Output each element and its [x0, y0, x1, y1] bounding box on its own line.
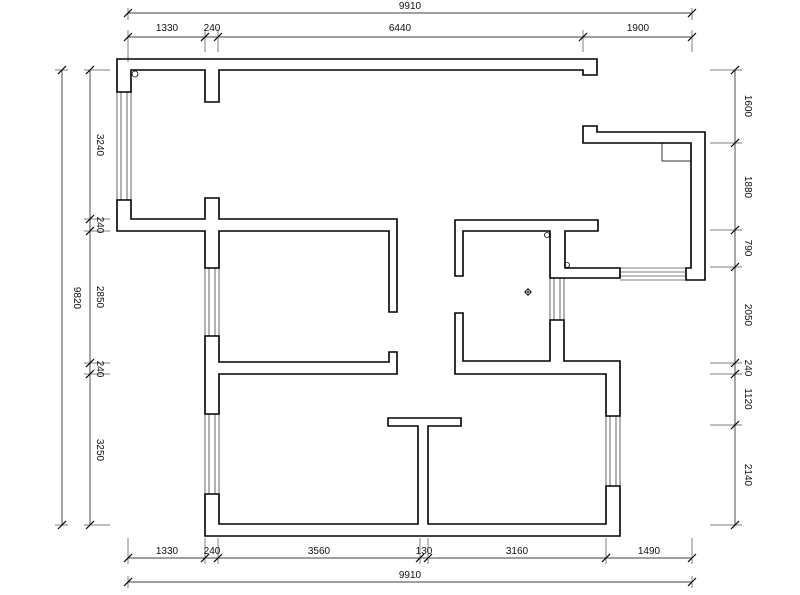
right-segment-label: 1600: [742, 95, 753, 118]
window-balcony: [620, 267, 686, 281]
top-segment-label: 1900: [627, 23, 650, 34]
right-segment-label: 2050: [742, 304, 753, 327]
wall-balcony: [582, 125, 706, 281]
wall-bottom-left: [204, 417, 621, 537]
bottom-segment-label: 240: [204, 546, 221, 557]
top-overall-dimension: 9910: [123, 1, 697, 20]
wall-top-left: [116, 58, 598, 103]
right-segment-label: 1880: [742, 176, 753, 199]
bottom-overall-dimension: 9910: [123, 570, 697, 588]
right-segment-label: 2140: [742, 464, 753, 487]
right-segment-label: 1120: [742, 388, 753, 410]
left-segment-dimension: 3240 240 2850 240 3250: [84, 65, 110, 530]
window-left-middle: [204, 268, 220, 336]
window-left-upper: [116, 92, 132, 200]
bottom-segment-label: 130: [416, 546, 433, 557]
top-segment-label: 240: [204, 23, 221, 34]
left-overall-label: 9820: [71, 287, 82, 310]
wall-right-lower: [454, 312, 621, 417]
top-segment-label: 6440: [389, 23, 412, 34]
bottom-segment-label: 1330: [156, 546, 179, 557]
fixture-circle-icon: [544, 232, 550, 238]
window-right-lower: [605, 416, 621, 486]
left-segment-label: 2850: [94, 286, 105, 309]
bottom-segment-label: 3160: [506, 546, 529, 557]
wall-middle-left: [116, 197, 398, 313]
left-segment-label: 3250: [94, 439, 105, 462]
right-segment-label: 790: [742, 240, 753, 257]
wall-right-middle: [454, 219, 621, 279]
left-segment-label: 240: [94, 217, 105, 234]
bottom-overall-label: 9910: [399, 570, 422, 581]
window-left-lower: [204, 414, 220, 494]
left-segment-label: 3240: [94, 134, 105, 157]
ceiling-light-icon: [524, 288, 532, 296]
window-kitchen: [549, 278, 565, 320]
bottom-segment-dimension: 1330 240 3560 130 3160 1490: [123, 538, 697, 564]
bottom-segment-label: 1490: [638, 546, 661, 557]
bottom-segment-label: 3560: [308, 546, 331, 557]
right-segment-dimension: 1600 1880 790 2050 240 1120 2140: [710, 65, 753, 530]
top-overall-label: 9910: [399, 1, 422, 12]
left-overall-dimension: 9820: [55, 65, 82, 530]
balcony-cabinet: [661, 142, 692, 162]
wall-lower-left: [204, 335, 398, 415]
left-segment-label: 240: [94, 361, 105, 378]
top-segment-dimension: 1330 240 6440 1900: [123, 23, 697, 62]
fixture-circle-icon: [564, 262, 570, 268]
top-segment-label: 1330: [156, 23, 179, 34]
right-segment-label: 240: [742, 360, 753, 377]
fixture-circle-icon: [131, 70, 139, 78]
